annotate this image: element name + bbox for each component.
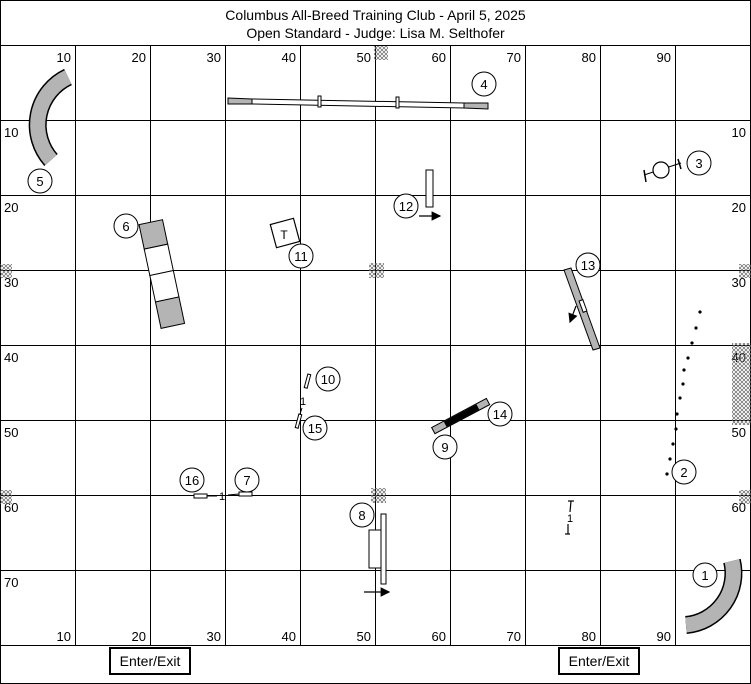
svg-text:14: 14 bbox=[493, 407, 507, 422]
jump-15 bbox=[294, 413, 303, 429]
course-subtitle: Open Standard - Judge: Lisa M. Selthofer bbox=[246, 25, 505, 41]
grid-label-top: 30 bbox=[207, 50, 221, 65]
grid-label-left: 10 bbox=[4, 125, 18, 140]
grid-label-bottom: 30 bbox=[207, 629, 221, 644]
grid-label-right: 30 bbox=[732, 275, 746, 290]
grid-label-bottom: 70 bbox=[507, 629, 521, 644]
number-marker-15: 15 bbox=[302, 415, 328, 441]
svg-text:5: 5 bbox=[36, 174, 43, 189]
jump-16-7 bbox=[193, 491, 253, 499]
svg-text:9: 9 bbox=[441, 440, 448, 455]
grid-label-left: 20 bbox=[4, 200, 18, 215]
jump-single bbox=[565, 500, 574, 535]
grid-label-right: 20 bbox=[732, 200, 746, 215]
svg-text:2: 2 bbox=[680, 465, 687, 480]
number-marker-10: 10 bbox=[315, 366, 341, 392]
grid-label-bottom: 80 bbox=[582, 629, 596, 644]
number-marker-3: 3 bbox=[686, 150, 712, 176]
grid-label-left: 40 bbox=[4, 350, 18, 365]
grid-label-top: 90 bbox=[657, 50, 671, 65]
enter-exit-left-button[interactable]: Enter/Exit bbox=[109, 647, 191, 675]
number-marker-16: 16 bbox=[179, 467, 205, 493]
number-marker-12: 12 bbox=[393, 193, 419, 219]
jump-count-10-15: 1 bbox=[300, 396, 306, 408]
number-marker-4: 4 bbox=[471, 71, 497, 97]
grid-label-left: 70 bbox=[4, 575, 18, 590]
grid-label-top: 80 bbox=[582, 50, 596, 65]
grid-label-bottom: 20 bbox=[132, 629, 146, 644]
grid-label-bottom: 90 bbox=[657, 629, 671, 644]
grid-label-right: 50 bbox=[732, 425, 746, 440]
number-marker-14: 14 bbox=[487, 401, 513, 427]
title-frame bbox=[0, 0, 751, 46]
jump-count-single: 1 bbox=[567, 513, 573, 525]
weave-poles bbox=[665, 310, 702, 476]
aframe-6 bbox=[138, 219, 186, 329]
tire-3 bbox=[643, 158, 682, 183]
svg-text:10: 10 bbox=[321, 372, 335, 387]
number-marker-7: 7 bbox=[234, 467, 260, 493]
number-marker-6: 6 bbox=[113, 213, 139, 239]
svg-text:11: 11 bbox=[294, 249, 308, 264]
svg-text:12: 12 bbox=[399, 199, 413, 214]
number-marker-5: 5 bbox=[27, 168, 53, 194]
grid-label-top: 40 bbox=[282, 50, 296, 65]
jump-12 bbox=[419, 169, 442, 221]
number-marker-2: 2 bbox=[671, 459, 697, 485]
grid-label-bottom: 60 bbox=[432, 629, 446, 644]
pause-table bbox=[269, 217, 301, 249]
grid-label-bottom: 10 bbox=[57, 629, 71, 644]
grid-label-top: 20 bbox=[132, 50, 146, 65]
svg-text:16: 16 bbox=[185, 473, 199, 488]
svg-text:15: 15 bbox=[308, 421, 322, 436]
jump-13 bbox=[563, 267, 601, 351]
grid-label-right: 10 bbox=[732, 125, 746, 140]
teeter-9-14 bbox=[430, 397, 491, 435]
grid-label-top: 50 bbox=[357, 50, 371, 65]
grid-label-top: 70 bbox=[507, 50, 521, 65]
jump-10 bbox=[303, 373, 312, 389]
grid-label-left: 30 bbox=[4, 275, 18, 290]
number-marker-8: 8 bbox=[349, 502, 375, 528]
svg-text:3: 3 bbox=[695, 156, 702, 171]
ring-markers bbox=[0, 46, 751, 504]
svg-text:13: 13 bbox=[581, 258, 595, 273]
svg-text:6: 6 bbox=[122, 219, 129, 234]
number-marker-11: 11 bbox=[288, 243, 314, 269]
grid-label-left: 50 bbox=[4, 425, 18, 440]
jump-count-16-7: 1 bbox=[219, 491, 225, 503]
svg-text:8: 8 bbox=[358, 508, 365, 523]
svg-text:7: 7 bbox=[243, 473, 250, 488]
enter-exit-right-button[interactable]: Enter/Exit bbox=[558, 647, 640, 675]
broadjump-8 bbox=[364, 513, 391, 597]
grid-label-bottom: 40 bbox=[282, 629, 296, 644]
course-title: Columbus All-Breed Training Club - April… bbox=[225, 7, 526, 23]
grid-label-top: 10 bbox=[57, 50, 71, 65]
table-label: T bbox=[280, 228, 288, 242]
grid-label-bottom: 50 bbox=[357, 629, 371, 644]
number-marker-1: 1 bbox=[692, 562, 718, 588]
dogwalk-4 bbox=[227, 95, 489, 110]
svg-text:4: 4 bbox=[480, 77, 487, 92]
number-marker-9: 9 bbox=[432, 434, 458, 460]
grid-label-top: 60 bbox=[432, 50, 446, 65]
svg-text:1: 1 bbox=[701, 568, 708, 583]
number-marker-13: 13 bbox=[575, 252, 601, 278]
